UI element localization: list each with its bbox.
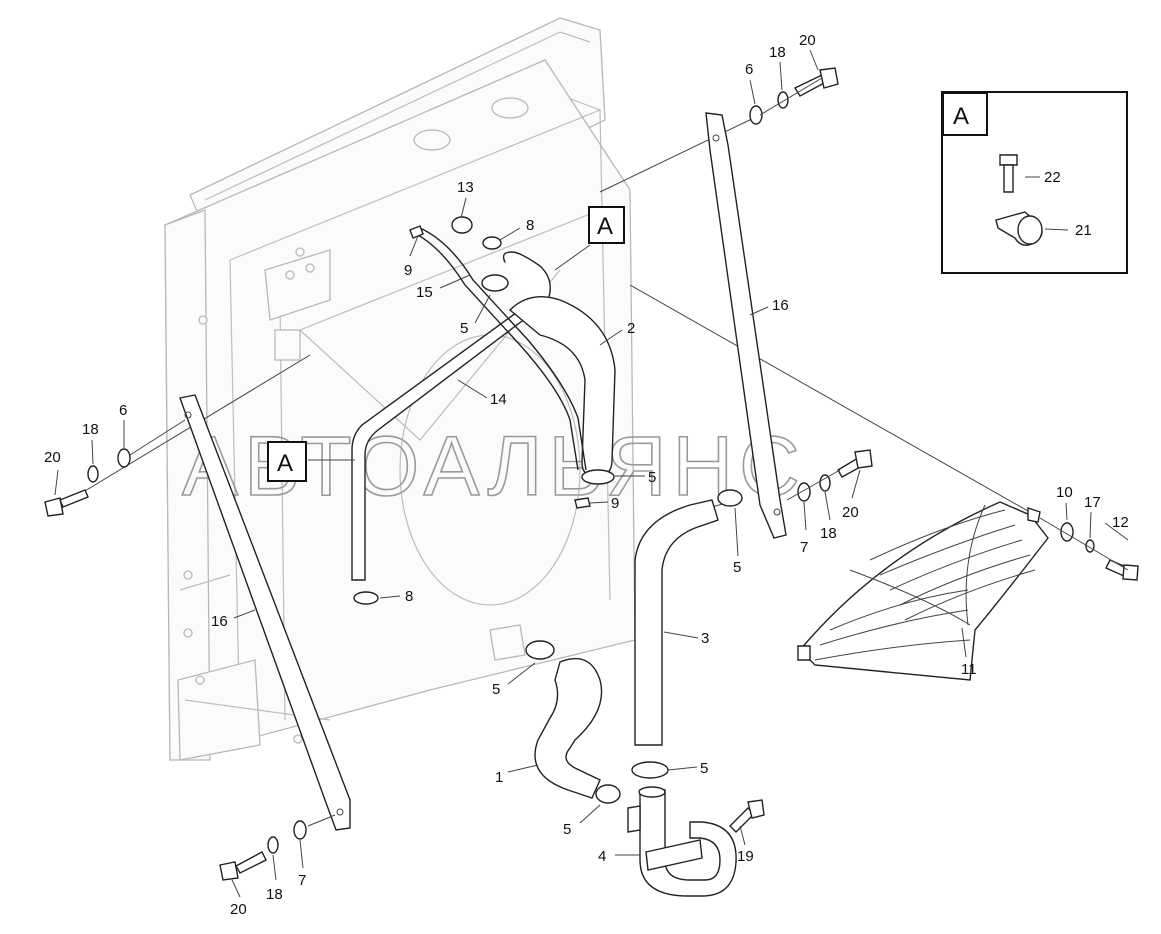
label-12: 12	[1112, 514, 1129, 531]
label-18: 18	[82, 421, 99, 438]
label-18: 18	[820, 525, 837, 542]
callout-box-a-left: A	[267, 441, 307, 482]
label-11: 11	[961, 661, 977, 678]
detail-label-22: 22	[1044, 169, 1061, 186]
pipe-4	[627, 786, 737, 897]
detail-view-a: A 22 21	[941, 91, 1128, 274]
label-7: 7	[298, 872, 306, 889]
label-17: 17	[1084, 494, 1101, 511]
label-18: 18	[769, 44, 786, 61]
label-leaders	[54, 49, 1129, 898]
label-14: 14	[490, 391, 507, 408]
detail-view-title: A	[953, 103, 969, 130]
label-20: 20	[842, 504, 859, 521]
label-2: 2	[627, 320, 635, 337]
fan-guard	[797, 501, 1049, 681]
label-6: 6	[119, 402, 127, 419]
label-16: 16	[772, 297, 789, 314]
label-1: 1	[495, 769, 503, 786]
label-7: 7	[800, 539, 808, 556]
label-20: 20	[799, 32, 816, 49]
label-9: 9	[611, 495, 619, 512]
label-19: 19	[737, 848, 754, 865]
label-18: 18	[266, 886, 283, 903]
callout-box-a-top: A	[588, 206, 625, 244]
callout-a-left-text: A	[277, 450, 293, 477]
label-6: 6	[745, 61, 753, 78]
hose-1	[534, 657, 603, 799]
label-8: 8	[526, 217, 534, 234]
clamps	[353, 216, 743, 804]
strut-left	[179, 394, 351, 831]
label-4: 4	[598, 848, 606, 865]
label-16: 16	[211, 613, 228, 630]
hardware	[44, 67, 1139, 881]
label-8: 8	[405, 588, 413, 605]
label-5: 5	[700, 760, 708, 777]
label-15: 15	[416, 284, 433, 301]
label-5: 5	[460, 320, 468, 337]
callout-a-top-text: A	[597, 213, 613, 240]
label-3: 3	[701, 630, 709, 647]
label-20: 20	[230, 901, 247, 918]
label-20: 20	[44, 449, 61, 466]
label-9: 9	[404, 262, 412, 279]
label-10: 10	[1056, 484, 1073, 501]
hose-3	[634, 499, 719, 746]
label-5: 5	[733, 559, 741, 576]
label-5: 5	[648, 469, 656, 486]
detail-label-21: 21	[1075, 222, 1092, 239]
label-13: 13	[457, 179, 474, 196]
pipe-15	[411, 231, 579, 471]
label-5: 5	[563, 821, 571, 838]
label-5: 5	[492, 681, 500, 698]
strut-right	[705, 112, 787, 539]
part-labels: 20 18 6 20 18 6 13 8 9 15 5 2 14 16 5 9 …	[44, 32, 1129, 918]
